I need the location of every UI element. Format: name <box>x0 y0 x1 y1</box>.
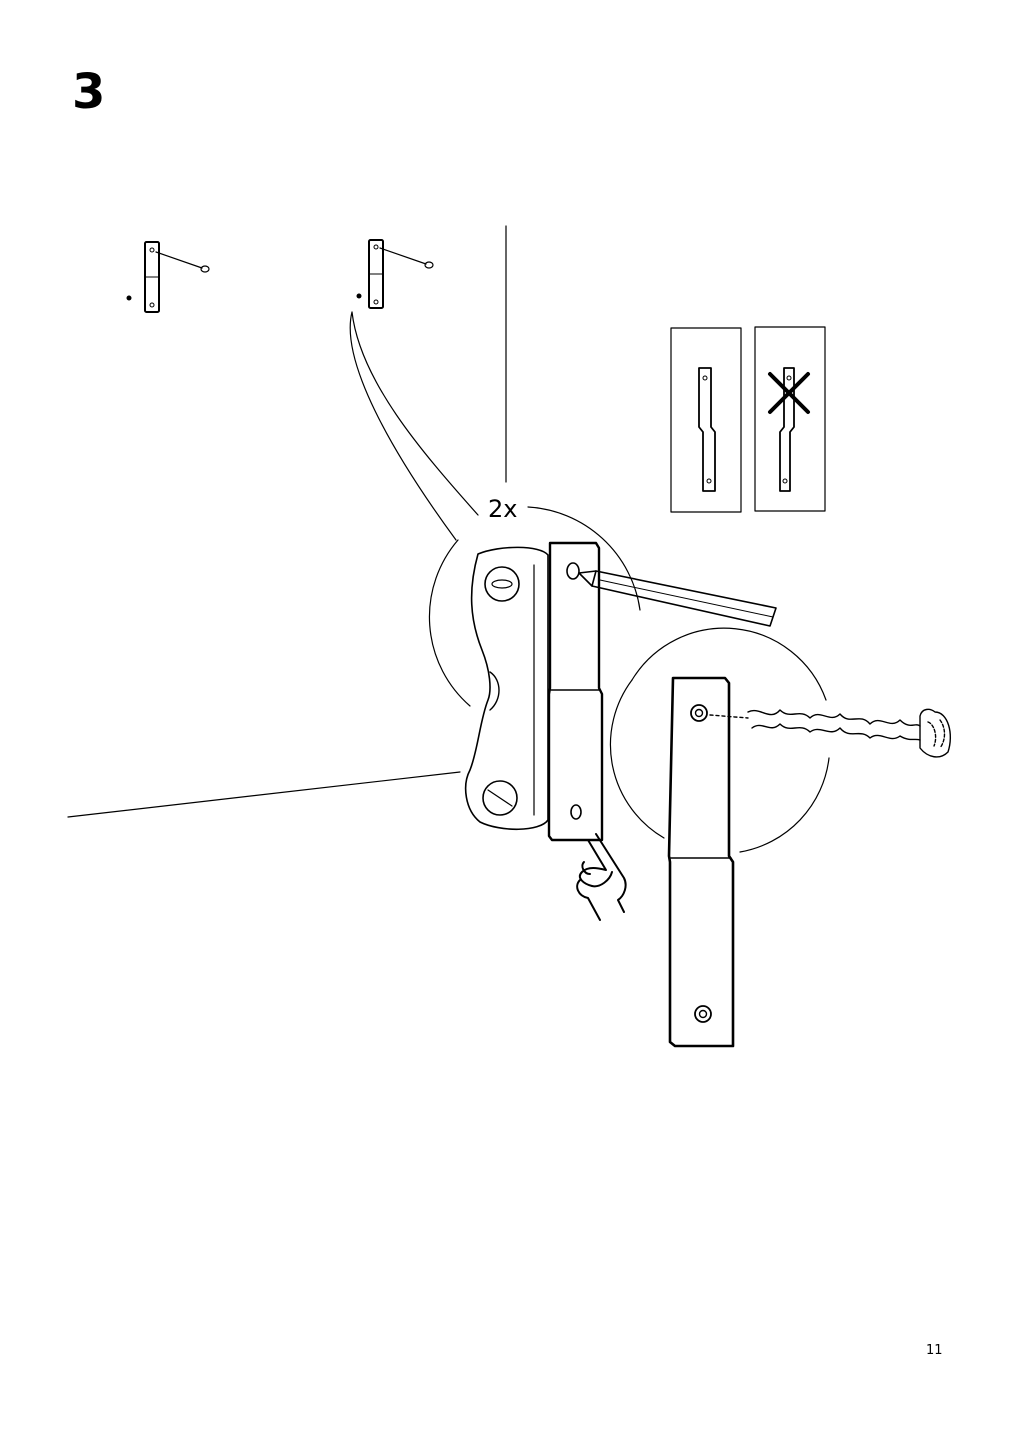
callout-pointer <box>349 311 479 541</box>
screw-icon <box>155 251 210 273</box>
cross-icon <box>768 372 810 414</box>
bracket-icon <box>667 676 735 1048</box>
bracket-icon <box>547 541 604 842</box>
pointing-hand-icon <box>576 833 627 921</box>
page-number: 11 <box>926 1343 943 1358</box>
wall-lines <box>67 225 507 818</box>
orientation-correct <box>670 327 742 513</box>
pencil-icon <box>578 570 777 627</box>
zoom-mark-holes: 2x <box>428 495 777 921</box>
overview-bracket-left <box>126 241 210 313</box>
zoom-screw-bracket <box>609 627 952 1048</box>
bracket-icon <box>368 239 384 309</box>
bracket-icon <box>144 241 160 313</box>
overview-bracket-right <box>356 239 434 309</box>
marker-dot <box>126 295 132 301</box>
screw-icon <box>379 247 434 269</box>
screw-icon <box>709 708 952 758</box>
orientation-wrong <box>754 326 826 512</box>
quantity-label: 2x <box>488 495 517 523</box>
step-number: 3 <box>72 64 106 120</box>
marker-dot <box>356 293 362 299</box>
